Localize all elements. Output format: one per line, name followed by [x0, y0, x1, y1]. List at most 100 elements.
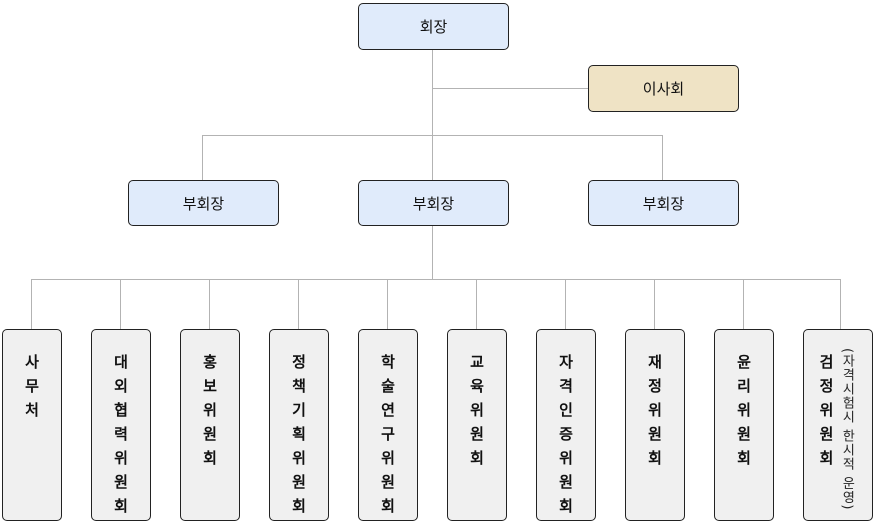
connector-board	[432, 88, 589, 89]
label-char: 위	[648, 401, 662, 419]
label-char: 회	[737, 449, 751, 467]
label-char: 위	[381, 449, 395, 467]
connector-committee-drop	[743, 279, 744, 329]
connector-committee-drop	[120, 279, 121, 329]
vice-chair-label: 부회장	[412, 194, 455, 213]
vice-chair-label: 부회장	[182, 194, 225, 213]
label-char: 획	[292, 425, 306, 443]
connector-committee-drop	[209, 279, 210, 329]
label-char: 원	[737, 425, 751, 443]
label-char: 원	[559, 473, 573, 491]
vice-chair-box: 부회장	[588, 180, 739, 226]
connector-vice-right	[662, 135, 663, 180]
label-char: 인	[559, 401, 573, 419]
label-char: 회	[648, 449, 662, 467]
connector-committee-horizontal	[31, 279, 840, 280]
label-char: 협	[114, 401, 128, 419]
label-char: 회	[203, 449, 217, 467]
label-char: 홍	[203, 353, 217, 371]
label-char: 학	[381, 353, 395, 371]
connector-committee-drop	[387, 279, 388, 329]
label-char: 원	[114, 473, 128, 491]
label-char: 구	[381, 425, 395, 443]
label-char: 보	[203, 377, 217, 395]
label-char: 리	[737, 377, 751, 395]
connector-chair-down	[432, 50, 433, 180]
label-char: 위	[819, 401, 834, 419]
label-char: 기	[292, 401, 306, 419]
committee-note: (자격시험시 한시적 운영)	[839, 348, 855, 511]
connector-committee-drop	[840, 279, 841, 329]
label-char: 교	[470, 353, 484, 371]
label-char: 책	[292, 377, 306, 395]
label-char: 회	[114, 497, 128, 515]
label-char: 회	[559, 497, 573, 515]
vice-chair-label: 부회장	[642, 194, 685, 213]
label-char: 외	[114, 377, 128, 395]
label-char: 육	[470, 377, 484, 395]
label-char: 력	[114, 425, 128, 443]
label-char: 위	[203, 401, 217, 419]
label-char: 위	[737, 401, 751, 419]
label-char: 증	[559, 425, 573, 443]
label-char: 무	[25, 377, 39, 395]
label-char: 술	[381, 377, 395, 395]
connector-center-down	[432, 226, 433, 280]
label-char: 대	[114, 353, 128, 371]
connector-committee-drop	[298, 279, 299, 329]
label-char: 회	[292, 497, 306, 515]
label-char: 원	[648, 425, 662, 443]
label-char: 정	[819, 377, 834, 395]
label-char: 연	[381, 401, 395, 419]
label-char: 회	[819, 449, 834, 467]
label-char: 자	[559, 353, 573, 371]
label-char: 원	[292, 473, 306, 491]
board-label: 이사회	[642, 80, 685, 98]
label-char: 윤	[737, 353, 751, 371]
label-char: 회	[381, 497, 395, 515]
connector-committee-drop	[654, 279, 655, 329]
vice-chair-box: 부회장	[358, 180, 509, 226]
label-char: 정	[648, 377, 662, 395]
label-char: 원	[819, 425, 834, 443]
label-char: 격	[559, 377, 573, 395]
chairman-box: 회장	[358, 3, 509, 50]
label-char: 사	[25, 353, 39, 371]
connector-vice-left	[202, 135, 203, 180]
label-char: 원	[203, 425, 217, 443]
label-char: 정	[292, 353, 306, 371]
label-char: 위	[559, 449, 573, 467]
vice-chair-box: 부회장	[128, 180, 279, 226]
label-char: 원	[381, 473, 395, 491]
label-char: 회	[470, 449, 484, 467]
label-char: 위	[292, 449, 306, 467]
label-char: 원	[470, 425, 484, 443]
label-char: 검	[819, 353, 834, 371]
connector-committee-drop	[565, 279, 566, 329]
connector-committee-drop	[31, 279, 32, 329]
label-char: 재	[648, 353, 662, 371]
label-char: 처	[25, 401, 39, 419]
label-char: 위	[470, 401, 484, 419]
chairman-label: 회장	[419, 18, 448, 36]
connector-vice-horizontal	[202, 135, 663, 136]
connector-committee-drop	[476, 279, 477, 329]
